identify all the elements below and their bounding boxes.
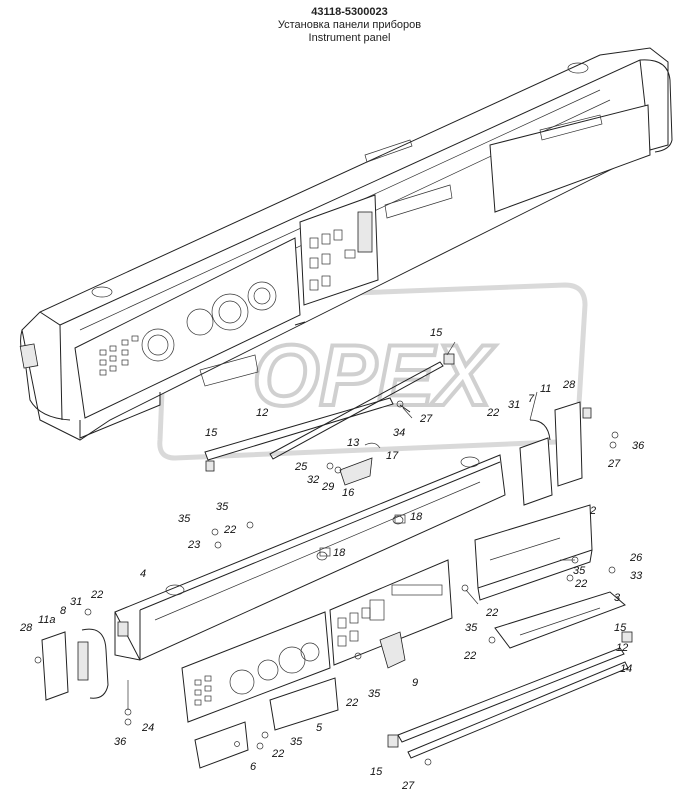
callout-22f: 22 bbox=[463, 650, 476, 662]
callout-15b: 15 bbox=[430, 327, 443, 339]
callout-23: 23 bbox=[187, 539, 201, 551]
callout-5: 5 bbox=[316, 722, 323, 734]
callout-35d: 35 bbox=[465, 622, 478, 634]
callout-labels: 15 12 13 15 25 32 29 16 17 27 34 22 31 7… bbox=[19, 327, 645, 792]
callout-22b: 22 bbox=[223, 524, 236, 536]
callout-27b: 27 bbox=[607, 458, 621, 470]
callout-26: 26 bbox=[629, 552, 643, 564]
callout-6: 6 bbox=[250, 761, 257, 773]
callout-4: 4 bbox=[140, 568, 146, 580]
callout-22e: 22 bbox=[90, 589, 103, 601]
callout-36b: 36 bbox=[114, 736, 127, 748]
strips-12-14 bbox=[387, 631, 633, 759]
title-russian: Установка панели приборов bbox=[277, 19, 422, 31]
callout-25: 25 bbox=[294, 461, 308, 473]
part-number: 43118-5300023 bbox=[311, 6, 388, 18]
callout-22c: 22 bbox=[574, 578, 587, 590]
callout-27a: 27 bbox=[419, 413, 433, 425]
plate-part-3 bbox=[494, 591, 626, 649]
callout-3: 3 bbox=[614, 592, 621, 604]
callout-22a: 22 bbox=[486, 407, 499, 419]
switch-panel-lower bbox=[329, 559, 453, 669]
callout-29: 29 bbox=[321, 481, 334, 493]
callout-36a: 36 bbox=[632, 440, 645, 452]
callout-35b: 35 bbox=[178, 513, 191, 525]
drawing-title-block: 43118-5300023 Установка панели приборов … bbox=[0, 6, 699, 45]
callout-11a: 11a bbox=[38, 614, 56, 626]
callout-22d: 22 bbox=[485, 607, 498, 619]
callout-34: 34 bbox=[393, 427, 405, 439]
callout-22g: 22 bbox=[345, 697, 358, 709]
callout-35c: 35 bbox=[573, 565, 586, 577]
callout-28a: 28 bbox=[562, 379, 576, 391]
callout-18b: 18 bbox=[333, 547, 346, 559]
callout-13: 13 bbox=[347, 437, 360, 449]
callout-11: 11 bbox=[540, 383, 551, 395]
callout-31b: 31 bbox=[70, 596, 82, 608]
callout-22h: 22 bbox=[271, 748, 284, 760]
callout-2: 2 bbox=[589, 505, 596, 517]
callout-8: 8 bbox=[60, 605, 67, 617]
callout-14: 14 bbox=[620, 663, 632, 675]
callout-15d: 15 bbox=[370, 766, 383, 778]
callout-35a: 35 bbox=[216, 501, 229, 513]
callout-35f: 35 bbox=[290, 736, 303, 748]
callout-9: 9 bbox=[412, 677, 418, 689]
upper-loose-parts bbox=[204, 353, 619, 506]
callout-32: 32 bbox=[307, 474, 319, 486]
instrument-cluster-lower bbox=[181, 611, 331, 723]
left-brackets-8-11a bbox=[34, 628, 109, 701]
callout-18a: 18 bbox=[410, 511, 423, 523]
callout-12b: 12 bbox=[616, 642, 628, 654]
callout-12a: 12 bbox=[256, 407, 268, 419]
callout-7: 7 bbox=[528, 393, 535, 405]
bracket-parts-5-6 bbox=[194, 677, 339, 769]
glovebox-part-2 bbox=[474, 504, 593, 601]
callout-24: 24 bbox=[141, 722, 154, 734]
callout-15a: 15 bbox=[205, 427, 218, 439]
callout-31a: 31 bbox=[508, 399, 520, 411]
callout-28b: 28 bbox=[19, 622, 33, 634]
frame-part-4 bbox=[114, 454, 506, 661]
callout-15c: 15 bbox=[614, 622, 627, 634]
callout-27c: 27 bbox=[401, 780, 415, 792]
callout-35e: 35 bbox=[368, 688, 381, 700]
assembled-dashboard bbox=[19, 47, 673, 441]
callout-16: 16 bbox=[342, 487, 355, 499]
callout-33: 33 bbox=[630, 570, 643, 582]
leader-lines bbox=[127, 341, 575, 710]
callout-17: 17 bbox=[386, 450, 399, 462]
title-english: Instrument panel bbox=[308, 32, 391, 44]
